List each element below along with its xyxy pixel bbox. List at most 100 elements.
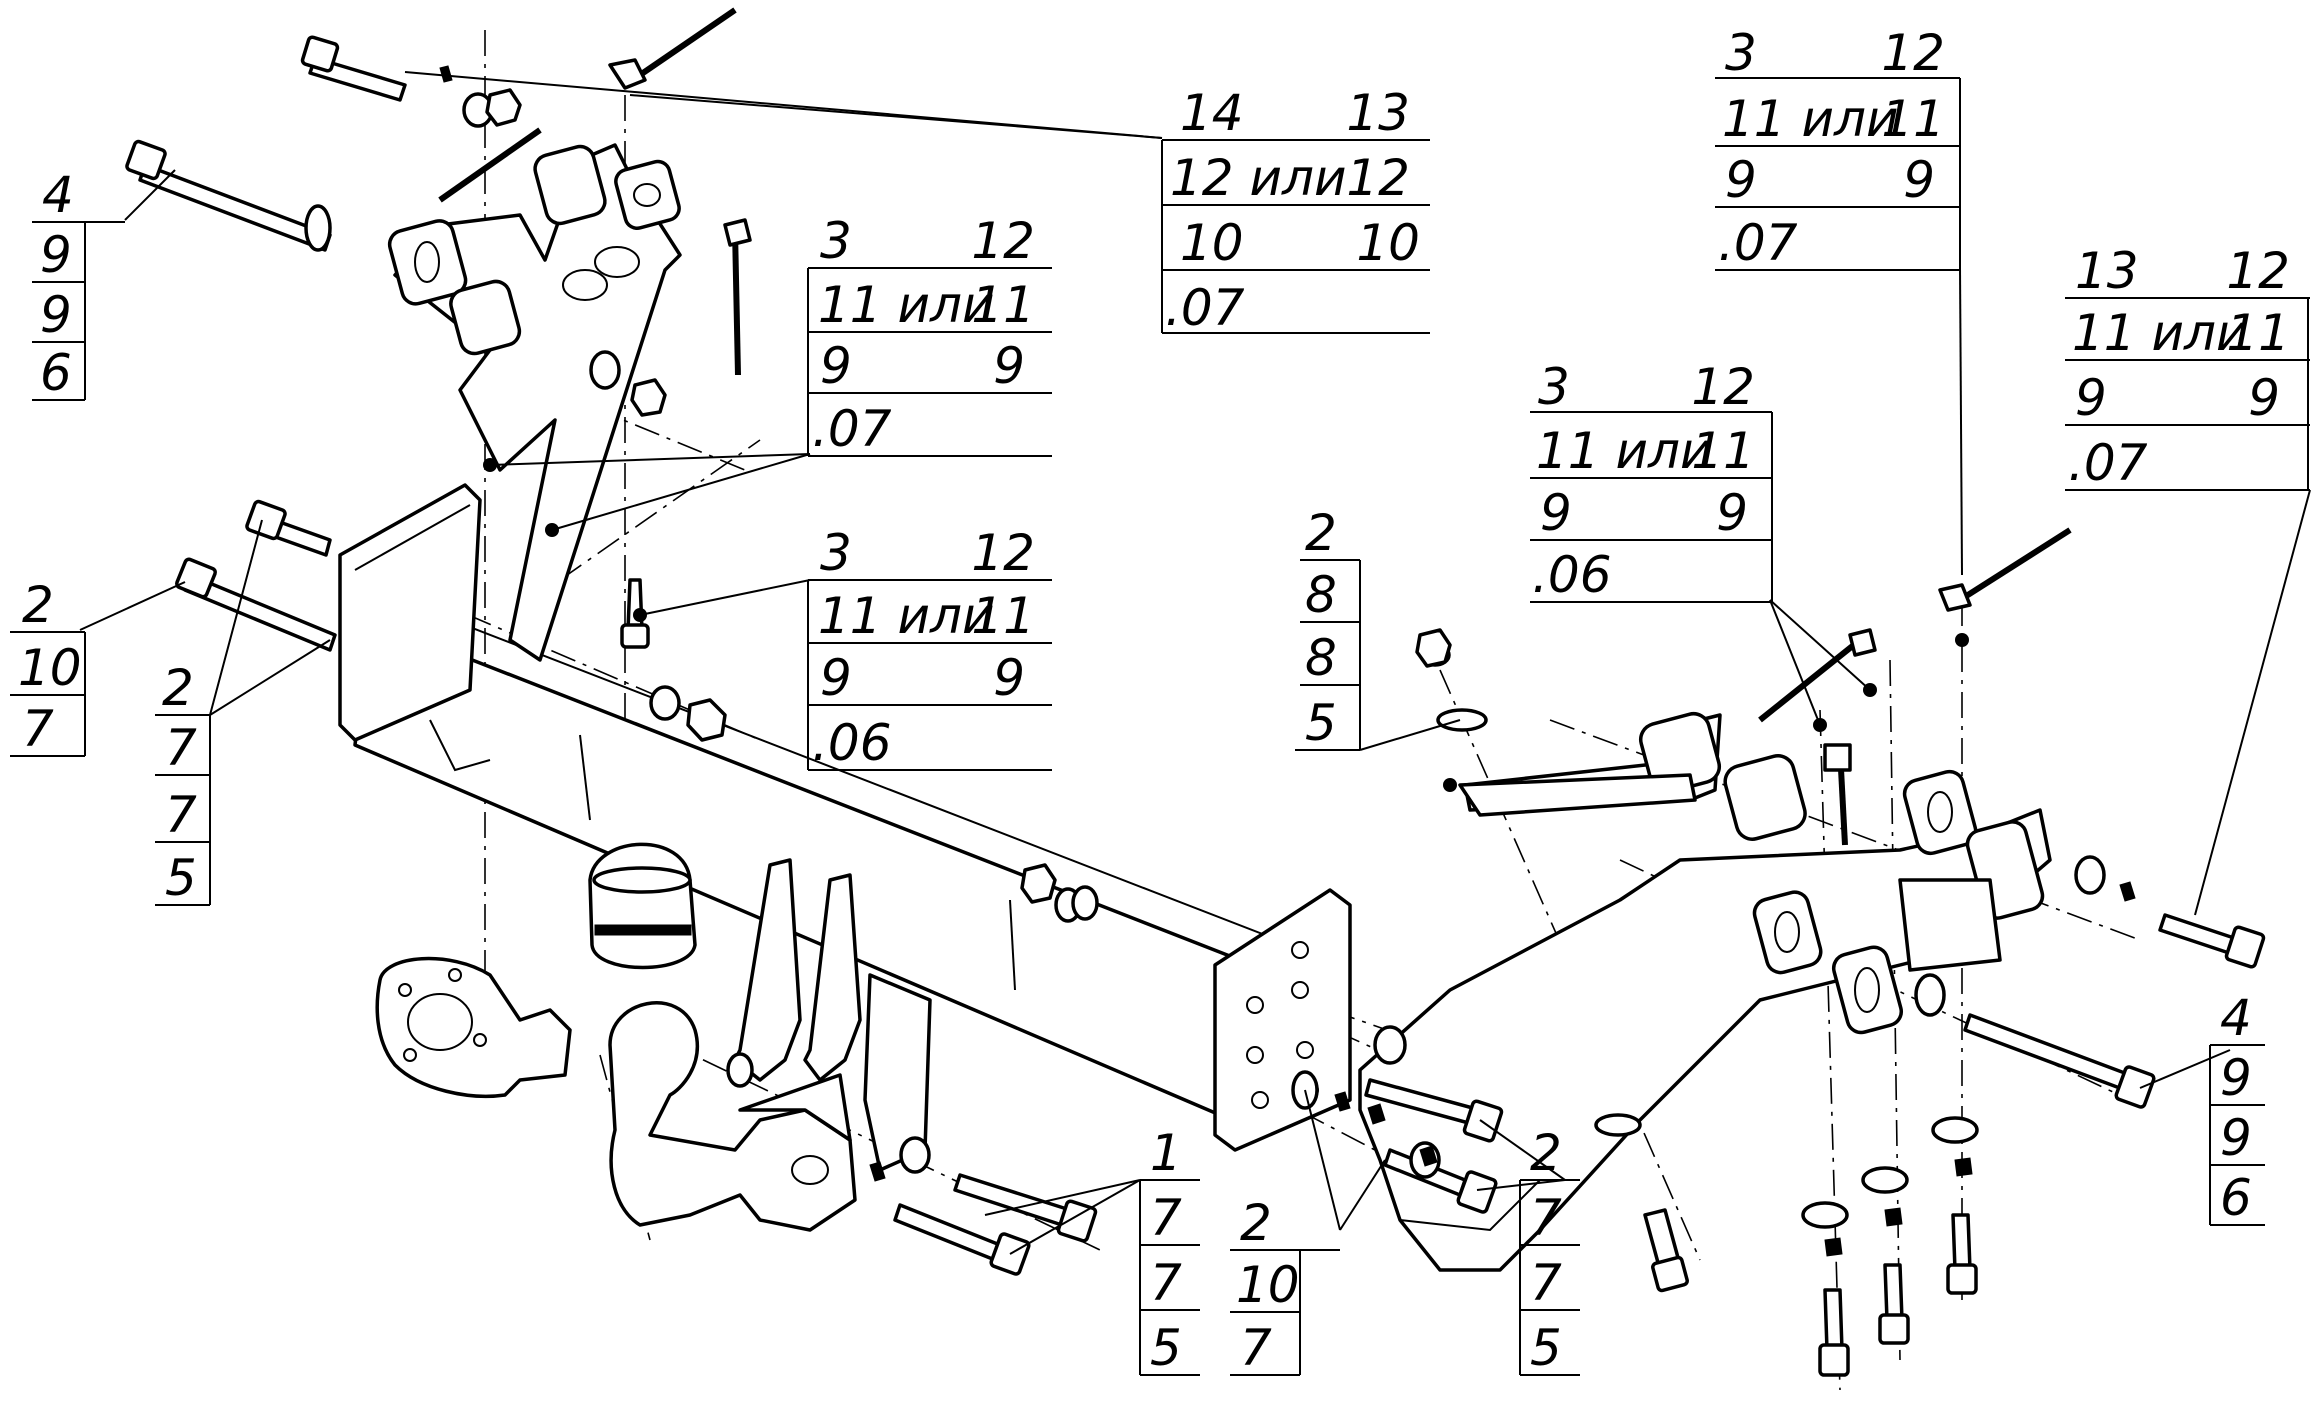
c5-r1-right: 12 (1691, 358, 1755, 416)
s6-item-2: 10 (1236, 1256, 1300, 1314)
c3-r1-left: 3 (820, 524, 852, 582)
s8-item-3: 9 (2220, 1109, 2252, 1167)
left-flange-plate (338, 483, 491, 772)
c2-r2-right: 11 (971, 276, 1035, 334)
c4-r4-left: .07 (1718, 214, 1798, 272)
c3-r3-right: 9 (993, 649, 1025, 707)
c5-r3-left: 9 (1540, 484, 1572, 542)
c6-r1-left: 13 (2075, 242, 2139, 300)
s2-item-2: 10 (18, 639, 82, 697)
s5-item-2: 7 (1150, 1189, 1182, 1247)
c1-r1-right: 13 (1346, 84, 1410, 142)
callout-c5: 3 12 11 или 11 9 9 .06 (1530, 358, 1773, 604)
ball-cap (588, 842, 697, 970)
s7-item-1: 2 (1530, 1124, 1562, 1182)
s2-item-3: 7 (22, 700, 54, 758)
s1-item-1: 4 (42, 166, 74, 224)
callout-c4: 3 12 11 или 11 9 9 .07 (1715, 24, 1961, 272)
left-upper-bracket (387, 143, 682, 662)
s5-item-4: 5 (1150, 1319, 1182, 1377)
c6-r4-left: .07 (2068, 434, 2148, 492)
c3-r2-right: 11 (971, 587, 1035, 645)
c5-r3-right: 9 (1716, 484, 1748, 542)
c2-r2-left: 11 или (818, 276, 994, 334)
c5-r1-left: 3 (1538, 358, 1570, 416)
s6-item-3: 7 (1240, 1319, 1272, 1377)
small-black-parts (439, 65, 2136, 1257)
s2-item-1: 2 (22, 576, 54, 634)
c6-r1-right: 12 (2226, 242, 2290, 300)
c3-r1-right: 12 (971, 524, 1035, 582)
c2-r3-left: 9 (820, 337, 852, 395)
s6-item-1: 2 (1240, 1194, 1272, 1252)
s1-item-4: 6 (40, 344, 72, 402)
s5-item-3: 7 (1150, 1254, 1182, 1312)
bolts (125, 35, 2266, 1276)
c4-r1-right: 12 (1881, 24, 1945, 82)
small-bracket (1458, 773, 1697, 817)
c1-r4-left: .07 (1165, 279, 1245, 337)
c2-r1-left: 3 (820, 212, 852, 270)
cable-ties (438, 7, 2072, 846)
callout-c3: 3 12 11 или 11 9 9 .06 (807, 524, 1052, 772)
c1-r3-right: 10 (1356, 214, 1420, 272)
s3-item-4: 5 (165, 849, 197, 907)
right-bracket (1358, 711, 2052, 1272)
c3-r4-left: .06 (812, 714, 892, 772)
s7-item-4: 5 (1530, 1319, 1562, 1377)
c2-r4-left: .07 (812, 400, 892, 458)
c4-r3-right: 9 (1903, 151, 1935, 209)
s8-item-1: 4 (2220, 989, 2252, 1047)
leader-lines (79, 71, 2311, 1255)
c1-r1-left: 14 (1180, 84, 1244, 142)
c2-r3-right: 9 (993, 337, 1025, 395)
s7-item-2: 7 (1530, 1189, 1562, 1247)
s7-item-3: 7 (1530, 1254, 1562, 1312)
stack-s6: 2 10 7 (1230, 1194, 1340, 1377)
c5-r2-right: 11 (1691, 422, 1755, 480)
s3-item-2: 7 (165, 719, 197, 777)
s3-item-3: 7 (165, 786, 197, 844)
s3-item-1: 2 (162, 659, 194, 717)
s8-item-2: 9 (2220, 1049, 2252, 1107)
stack-s7: 2 7 7 5 (1519, 1124, 1580, 1377)
tow-ball-assembly (608, 858, 932, 1232)
stack-s4: 2 8 8 5 (1295, 504, 1361, 752)
s8-item-4: 6 (2220, 1169, 2252, 1227)
s4-item-2: 8 (1305, 566, 1337, 624)
stack-s1: 4 9 9 6 (32, 166, 125, 402)
vertical-bolts (620, 578, 1978, 1377)
c5-r4-left: .06 (1532, 546, 1612, 604)
stack-s2: 2 10 7 (10, 576, 86, 758)
nuts (485, 88, 1452, 904)
stack-s8: 4 9 9 6 (2209, 989, 2265, 1227)
s5-item-1: 1 (1150, 1124, 1182, 1182)
callout-c1: 14 13 12 или 12 10 10 .07 (1161, 84, 1430, 337)
s4-item-4: 5 (1305, 694, 1337, 752)
c6-r3-right: 9 (2248, 369, 2280, 427)
socket-plate (375, 956, 572, 1098)
c1-r2-right: 12 (1346, 149, 1410, 207)
c4-r2-left: 11 или (1722, 90, 1898, 148)
s4-item-1: 2 (1305, 504, 1337, 562)
stack-s5: 1 7 7 5 (1139, 1124, 1200, 1377)
c3-r3-left: 9 (820, 649, 852, 707)
stack-s3: 2 7 7 5 (155, 659, 211, 907)
s1-item-3: 9 (40, 286, 72, 344)
c3-r2-left: 11 или (818, 587, 994, 645)
c1-r3-left: 10 (1180, 214, 1244, 272)
c2-r1-right: 12 (971, 212, 1035, 270)
callout-c6: 13 12 11 или 11 9 9 .07 (2065, 242, 2310, 492)
c6-r2-left: 11 или (2072, 304, 2248, 362)
c1-r2-left: 12 или (1170, 149, 1346, 207)
right-flange-plate (1213, 888, 1352, 1152)
c4-r3-left: 9 (1725, 151, 1757, 209)
c6-r2-right: 11 (2226, 304, 2290, 362)
c5-r2-left: 11 или (1536, 422, 1712, 480)
washers (304, 92, 2106, 1229)
callout-c2: 3 12 11 или 11 9 9 .07 (807, 212, 1052, 458)
reference-dots (483, 458, 1969, 792)
s1-item-2: 9 (40, 226, 72, 284)
c6-r3-left: 9 (2075, 369, 2107, 427)
